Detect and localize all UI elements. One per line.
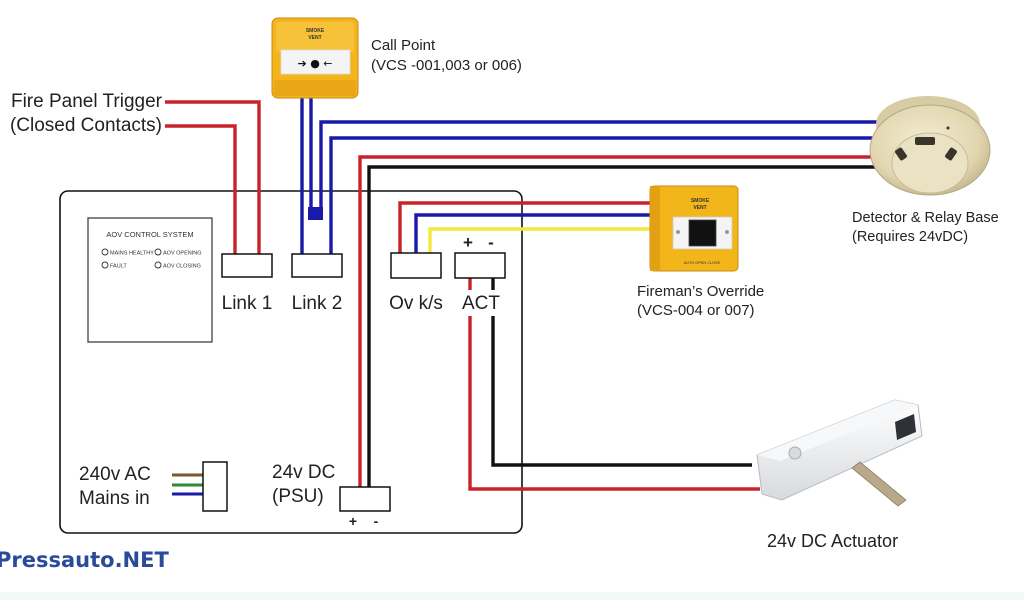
indicator-mains-healthy-label: MAINS HEALTHY [110,251,154,257]
indicator-aov-closing-label: AOV CLOSING [163,264,201,270]
terminal-psu [339,486,391,512]
indicator-aov-closing-led [154,261,162,269]
actuator-label: 24v DC Actuator [767,531,898,551]
override-device-text-2: VENT [693,205,706,211]
wire-fire-panel-1 [165,100,261,254]
call-point-device-text-2: VENT [308,35,321,41]
wire-act-red [468,316,760,491]
psu-label-line1: 24v DC [272,462,335,483]
mains-label-line2: Mains in [79,488,150,509]
indicator-fault-led [101,261,109,269]
indicator-mains-healthy-led [101,248,109,256]
watermark: Pressauto.NET [0,548,169,572]
call-point-junction [308,207,323,220]
call-point-symbol-icon: ➔ ● ← [297,57,332,70]
fire-panel-label-line1: Fire Panel Trigger [11,91,163,112]
wire-override-yellow [428,227,655,253]
override-device-footer: AUTO OPEN CLOSE [684,261,721,265]
act-plus-sign: + [463,233,473,252]
terminal-act [454,252,506,279]
wire-detector-black [367,165,878,487]
detector-label-line1: Detector & Relay Base [852,210,999,226]
override-label-line2: (VCS-004 or 007) [637,302,755,319]
terminal-link2 [291,253,343,278]
mains-label-line1: 240v AC [79,464,151,485]
wire-override-red [398,201,655,253]
wire-detector-blue-1 [319,120,885,210]
label-act: ACT [462,293,500,314]
wire-act-black [491,316,752,467]
fire-panel-label-line2: (Closed Contacts) [10,115,162,136]
main-enclosure [59,190,523,534]
override-label-line1: Fireman’s Override [637,283,764,300]
terminal-link1 [221,253,273,278]
detector-label-line2: (Requires 24vDC) [852,229,968,245]
label-link2: Link 2 [292,293,343,314]
call-point-device-text-1: SMOKE [306,28,325,34]
aov-control-panel: AOV CONTROL SYSTEM MAINS HEALTHY AOV OPE… [87,217,213,343]
wire-fire-panel-2 [165,124,237,254]
actuator-device [756,399,923,507]
psu-plus-sign: + [349,513,357,529]
indicator-aov-opening-led [154,248,162,256]
act-minus-sign: - [488,233,494,252]
psu-label-line2: (PSU) [272,486,324,507]
terminal-override [390,252,442,279]
indicator-fault-label: FAULT [110,264,127,270]
control-panel-title: AOV CONTROL SYSTEM [106,230,193,239]
override-device-text-1: SMOKE [691,198,710,204]
smoke-detector-device [869,96,991,196]
bottom-band [0,592,1024,600]
wire-detector-blue-2 [329,136,880,254]
label-link1: Link 1 [222,293,273,314]
call-point-label-line2: (VCS -001,003 or 006) [371,57,522,74]
wire-override-blue [414,213,655,253]
terminal-mains [202,461,228,512]
call-point-device: SMOKE VENT ➔ ● ← [271,17,359,99]
label-override: Ov k/s [389,293,443,314]
call-point-label-line1: Call Point [371,37,436,54]
firemans-override-device: SMOKE VENT AUTO OPEN CLOSE [649,185,739,272]
indicator-aov-opening-label: AOV OPENING [163,251,202,257]
wire-detector-red [358,155,875,487]
psu-minus-sign: - [374,513,379,529]
